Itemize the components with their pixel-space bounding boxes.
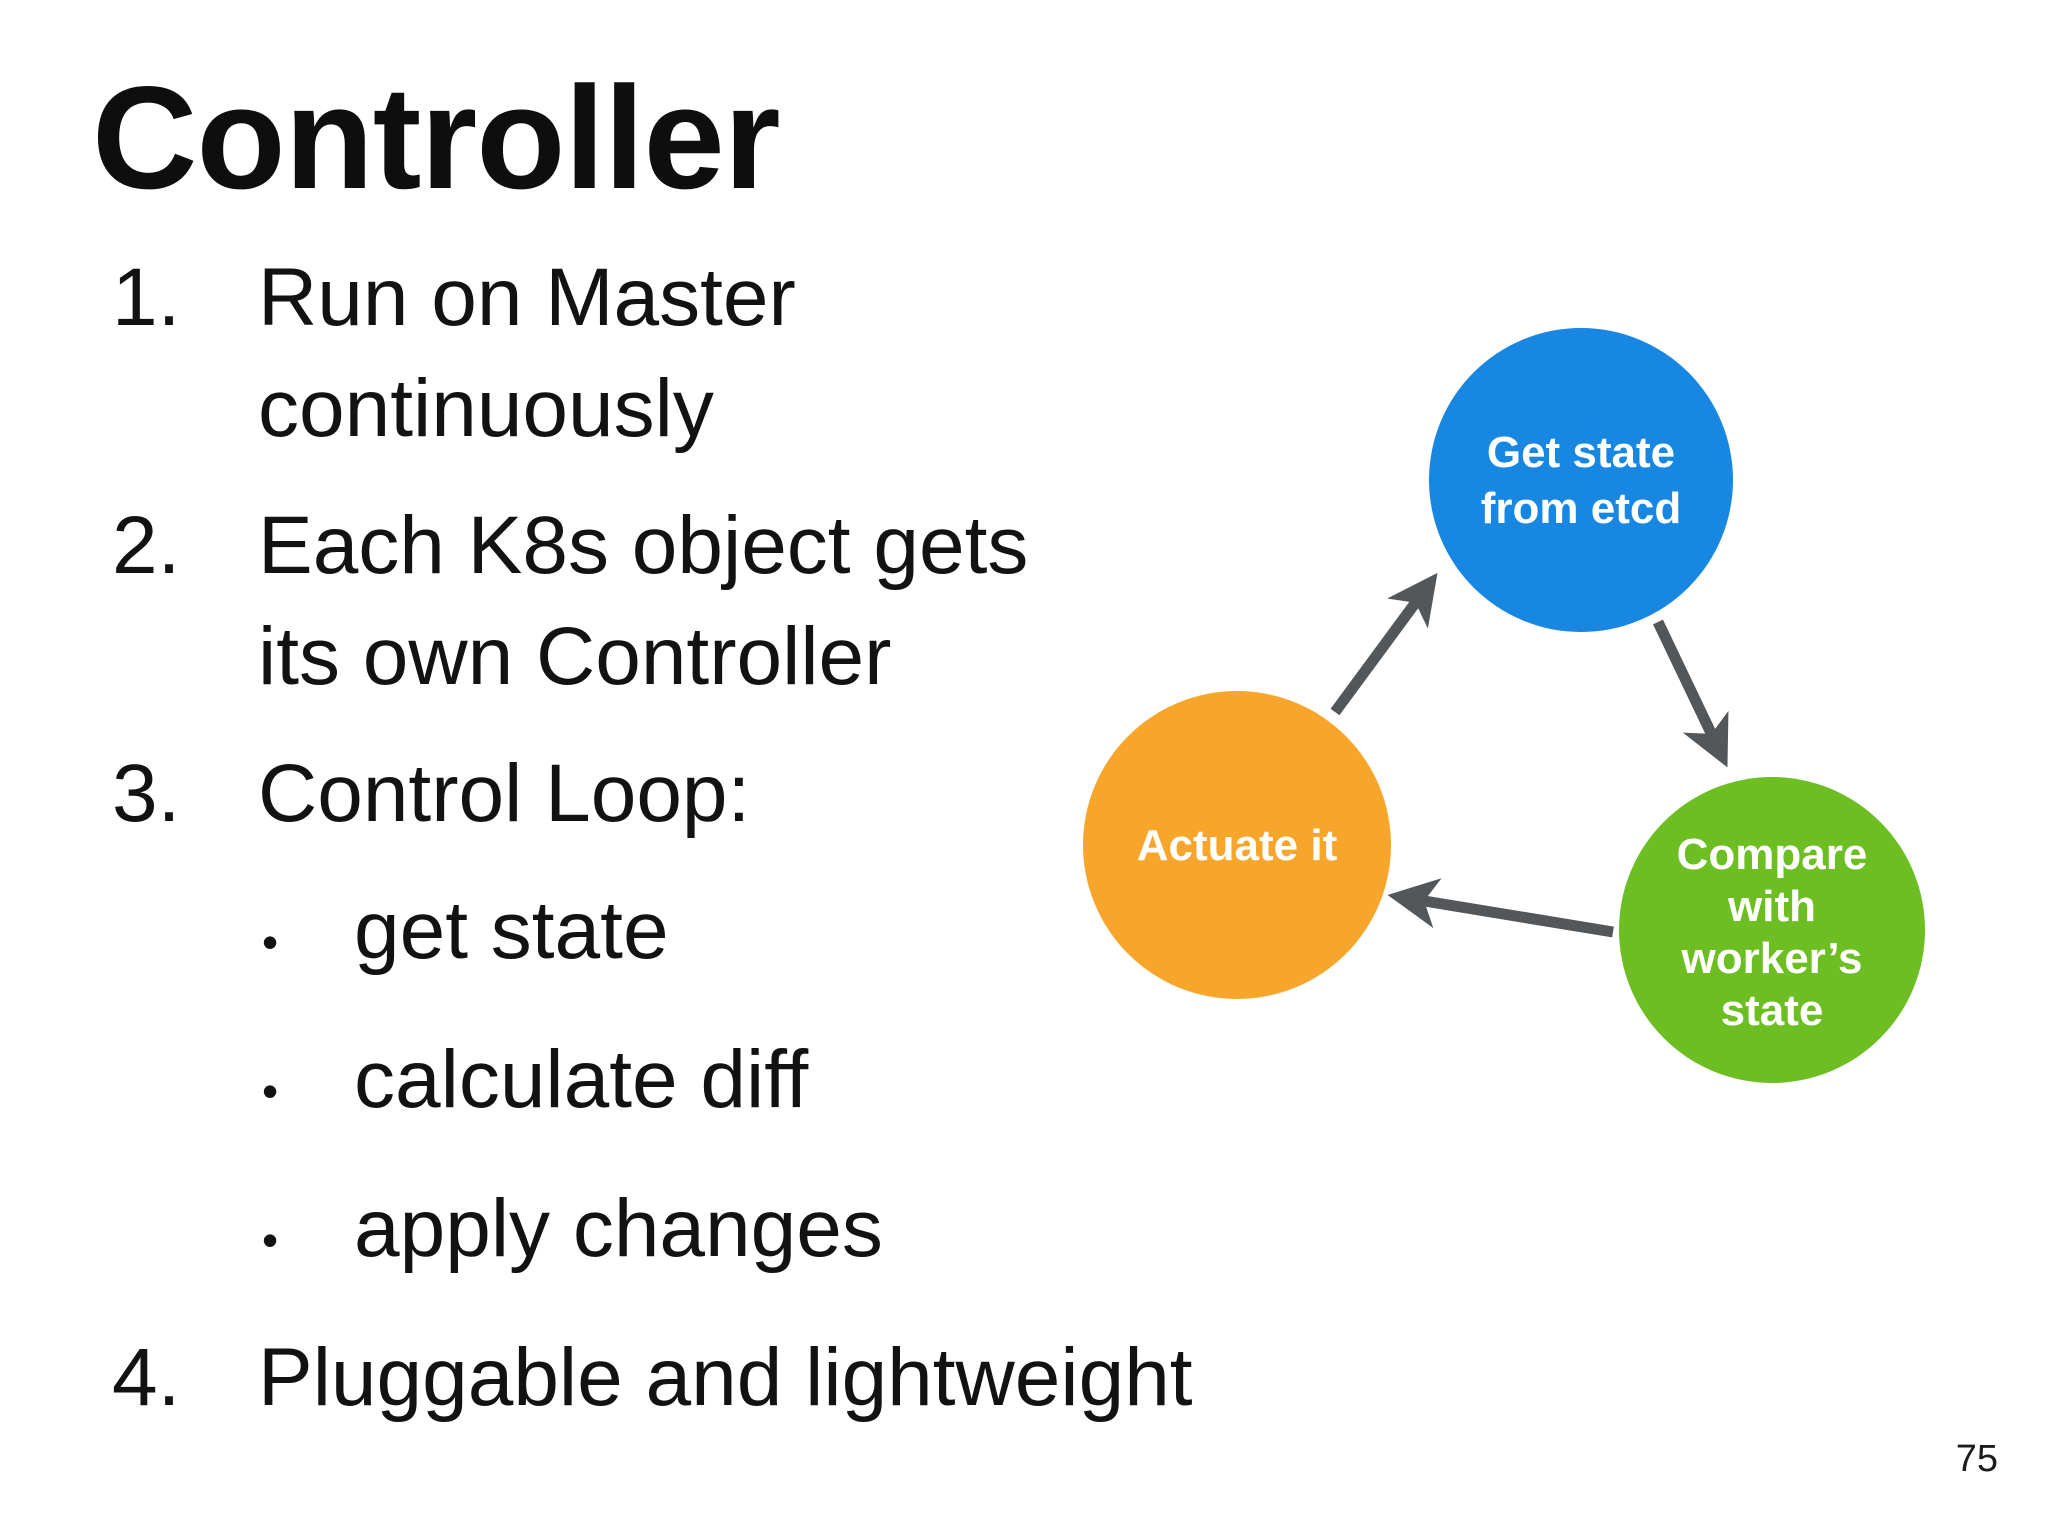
- numbered-list: 1. Run on Master continuously 2. Each K8…: [112, 242, 1312, 1433]
- item-number: 2.: [112, 500, 181, 591]
- node-compare-label-line: state: [1721, 986, 1824, 1035]
- node-compare-circle: [1619, 777, 1925, 1083]
- item-number: 3.: [112, 748, 181, 839]
- item-number: 4.: [112, 1332, 181, 1423]
- bullet-text: calculate diff: [354, 1034, 809, 1125]
- item-text-line: its own Controller: [258, 611, 892, 702]
- node-get-state-circle: [1429, 328, 1733, 632]
- list-item-2: 2. Each K8s object gets its own Controll…: [112, 490, 1312, 712]
- bullet-text: apply changes: [354, 1183, 883, 1274]
- list-item-4: 4. Pluggable and lightweight: [112, 1322, 1312, 1433]
- node-compare-label-line: Compare: [1677, 830, 1868, 879]
- list-item-1: 1. Run on Master continuously: [112, 242, 1312, 464]
- node-compare-label-line: with: [1727, 882, 1816, 931]
- bullet-icon: •: [262, 916, 279, 968]
- bullet-text: get state: [354, 885, 669, 976]
- page-number: 75: [1955, 1438, 1998, 1480]
- node-actuate-circle: [1083, 691, 1391, 999]
- bullet-icon: •: [262, 1214, 279, 1266]
- arrow-etcd-to-compare-icon: [1653, 619, 1729, 768]
- bullet-icon: •: [262, 1065, 279, 1117]
- node-actuate-label-line: Actuate it: [1137, 821, 1338, 870]
- list-item-3: 3. Control Loop: • get state • calculate…: [112, 738, 1312, 1296]
- slide-title: Controller: [92, 56, 781, 219]
- node-get-state-label-line: from etcd: [1481, 484, 1681, 533]
- item-text-line: continuously: [258, 363, 714, 454]
- arrow-actuate-to-etcd-icon: [1330, 572, 1438, 716]
- item-text-line: Pluggable and lightweight: [258, 1332, 1193, 1423]
- item-number: 1.: [112, 252, 181, 343]
- sub-bullet-2: • calculate diff: [262, 1024, 1312, 1147]
- node-compare-label-line: worker’s: [1681, 934, 1863, 983]
- arrow-compare-to-actuate-icon: [1387, 878, 1614, 938]
- item-text-line: Run on Master: [258, 252, 796, 343]
- sub-bullet-1: • get state: [262, 875, 1312, 998]
- item-text-line: Each K8s object gets: [258, 500, 1029, 591]
- node-get-state-label-line: Get state: [1487, 428, 1675, 477]
- sub-bullet-3: • apply changes: [262, 1173, 1312, 1296]
- item-text-line: Control Loop:: [258, 748, 751, 839]
